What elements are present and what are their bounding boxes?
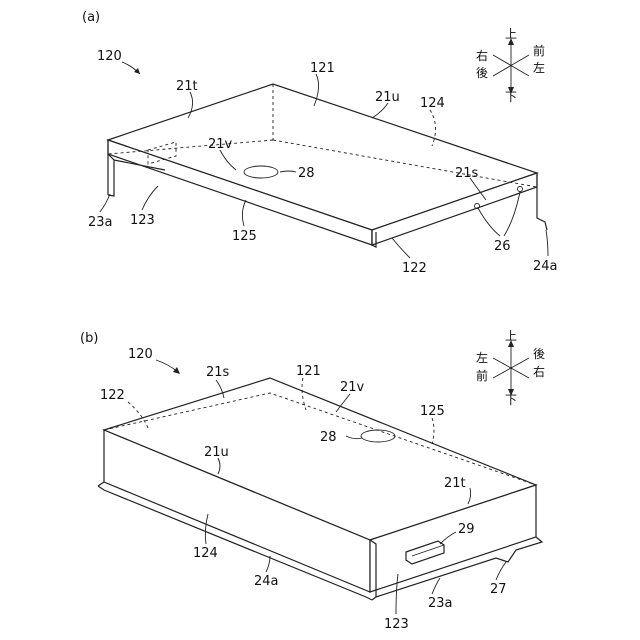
compass-b-left2: 前 [476,368,488,383]
compass-a-left2: 後 [476,66,488,80]
ref-21u-b: 21u [204,445,229,460]
ref-28-a: 28 [298,166,315,181]
ref-21s-a: 21s [455,166,479,181]
ref-121-b: 121 [296,364,321,379]
ref-121-a: 121 [310,61,335,76]
ref-124-a: 124 [420,96,445,111]
compass-b: 上 下 左 前 後 右 [476,329,545,407]
ref-24a-a: 24a [533,259,558,274]
leader-125-b [432,418,434,444]
panel-label-b: (b) [80,331,98,346]
ref-123-b: 123 [384,617,409,632]
box-a-right-flange [537,173,547,230]
ref-23a-a: 23a [88,215,113,230]
box-a-left-flange [108,154,114,196]
ref-23a-b: 23a [428,596,453,611]
box-b-bottom-flange-end [98,482,104,486]
ref-29-b: 29 [458,522,475,537]
leader-23a-b [432,578,440,594]
ref-123-a: 123 [130,213,155,228]
ref-122-b: 122 [100,388,125,403]
ref-125-b: 125 [420,404,445,419]
leader-23a-a [100,194,110,212]
figure-a: (a) 120 [82,10,558,276]
compass-a-up: 上 [505,27,517,41]
ref-124-b: 124 [193,546,218,561]
ref-21u-a: 21u [375,90,400,105]
compass-a-right: 前 [533,43,545,58]
compass-b-right: 後 [533,347,545,361]
ref-27-b: 27 [490,582,507,597]
leader-26b-a [504,192,520,236]
ref-120-b: 120 [128,347,153,362]
ref-24a-b: 24a [254,574,279,589]
compass-b-down: 下 [505,393,517,407]
ref-125-a: 125 [232,229,257,244]
leader-24a-b [266,556,270,572]
ref-120-a: 120 [97,49,122,64]
compass-b-left: 左 [476,350,488,365]
leader-123-a [142,186,158,210]
ref-21t-a: 21t [176,79,198,94]
leader-24a-a [546,230,548,256]
leader-21u-a [372,103,388,118]
ref-21t-b: 21t [444,476,466,491]
leader-27-b [496,562,506,580]
compass-a-left: 右 [476,48,488,63]
ref-21v-b: 21v [340,380,365,395]
ref-21s-b: 21s [206,365,230,380]
leader-125-a [242,200,246,226]
compass-b-right2: 右 [533,364,545,379]
leader-122-a [392,238,410,258]
compass-a-down: 下 [505,90,517,104]
ref-28-b: 28 [320,430,337,445]
leader-26a-a [478,208,500,236]
panel-label-a: (a) [82,10,100,25]
compass-a-right2: 左 [533,60,545,75]
compass-b-up: 上 [505,329,517,343]
figure-b: (b) 120 21s [80,329,545,632]
ref-122-a: 122 [402,261,427,276]
ref-120-b-arrowhead [173,367,180,374]
compass-a: 上 下 右 後 前 左 [476,27,545,104]
ref-21v-a: 21v [208,137,233,152]
ref-26-a: 26 [494,239,511,254]
